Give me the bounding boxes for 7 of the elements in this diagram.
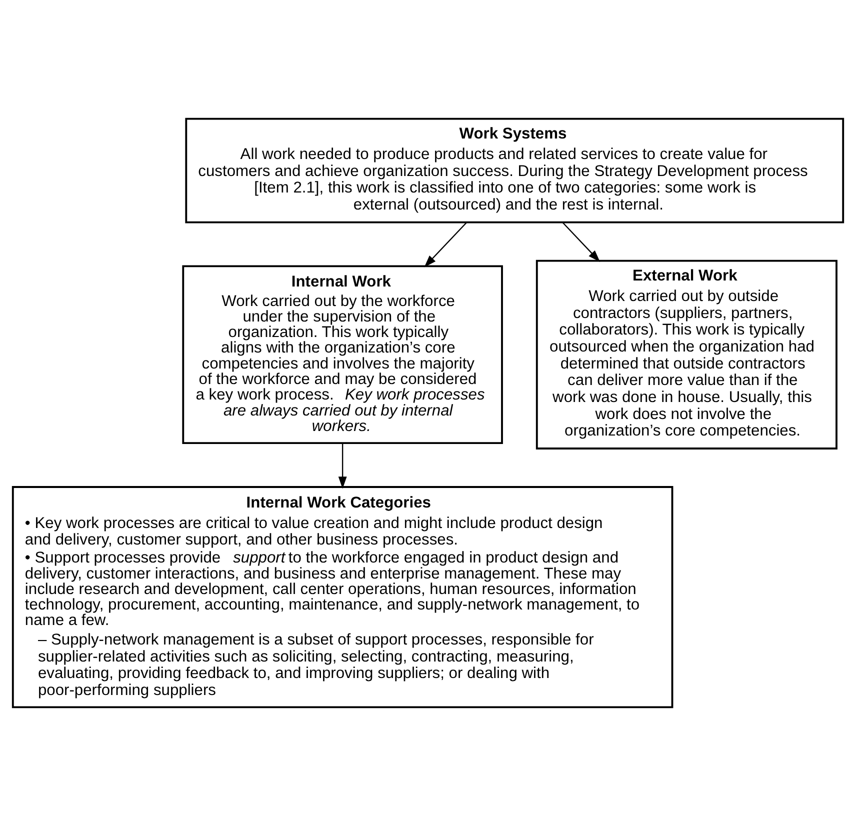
node-box: External Work Work carried out by outside contractors (suppliers, partners, collaborators). This work is typically outsourced when the organization had determined that outside contractors can deliver more value than if the work was done in house. Usually, this work does not involve the organization’s core competencies. [536,260,838,450]
arrow [338,443,347,489]
arrow [424,222,468,268]
node-box: Internal Work Work carried out by the workforce under the supervision of the organization. This work typically aligns with the organization’s core competencies and involves the majority of the workforce and may be considered a key work process. Key work processes are always carried out by internal workers. [182,265,503,444]
arrow [562,222,600,262]
node-box: Internal Work Categories • Key work processes are critical to value creation and might include product design and delivery, customer support, and other business processes. • Support processes provide support to the workforce engaged in product design and delivery, customer interactions, and business and enterprise management. These may include research and development, call center operations, human resources, information technology, procurement, accounting, maintenance, and supply-network management, to name a few. – Supply-network management is a subset of support processes, responsible for supplier-related activities such as soliciting, selecting, contracting, measuring, evaluating, providing feedback to, and improving suppliers; or dealing with poor-performing suppliers [12,486,674,708]
node-box: Work Systems All work needed to produce products and related services to create value for customers and achieve organization success. During the Strategy Development process [Item 2.1], this work is classified into one of two categories: some work is external (outsourced) and the rest is internal. [185,118,844,224]
